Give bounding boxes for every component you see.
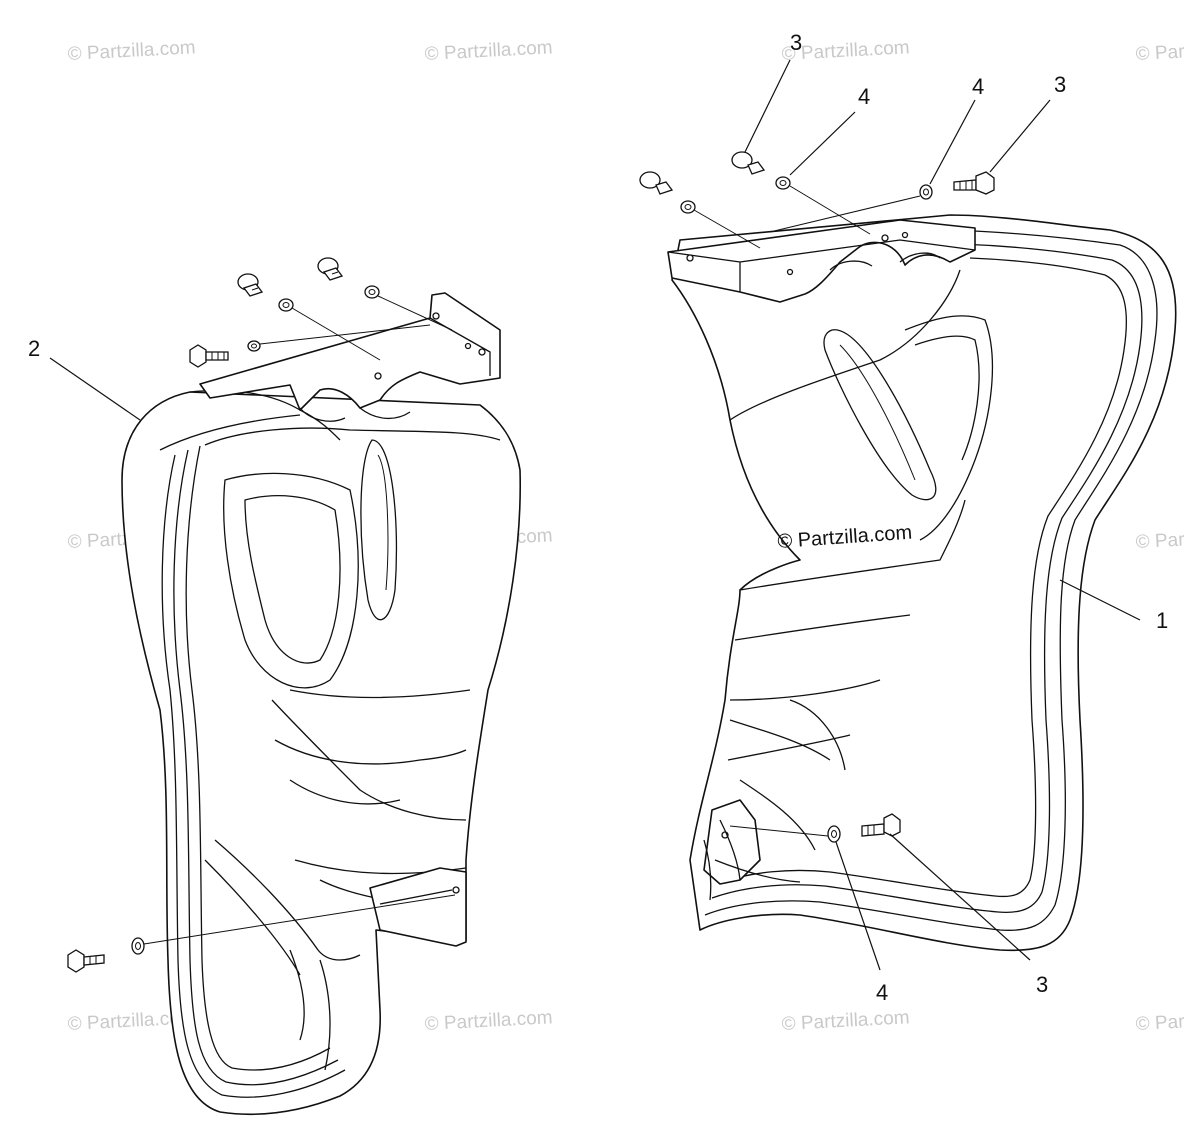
- bolt-icon: [189, 344, 229, 368]
- bolt-icon: [861, 813, 901, 837]
- left-hardware: [67, 257, 460, 973]
- callout-number: 2: [28, 336, 40, 361]
- right-panel-oval-slot: [823, 329, 937, 501]
- washer-icon: [247, 340, 261, 352]
- left-panel-lower-bracket: [369, 867, 467, 947]
- push-rivet-icon: [317, 257, 344, 281]
- bolt-icon: [953, 171, 995, 195]
- watermark: © Partzilla.com: [67, 37, 196, 65]
- washer-icon: [827, 825, 841, 843]
- watermark: © Par: [1135, 1011, 1186, 1035]
- left-top-bracket: [199, 292, 501, 422]
- watermark: © Partzilla.com: [781, 1007, 910, 1035]
- washer-icon: [131, 937, 145, 955]
- right-top-bracket: [667, 219, 976, 303]
- right-side-panel: [671, 214, 1177, 952]
- washer-icon: [919, 184, 933, 200]
- callout-number: 1: [1156, 608, 1168, 633]
- watermark: © Partzilla.com: [424, 1007, 553, 1035]
- push-rivet-icon: [237, 273, 264, 297]
- callout-number: 4: [858, 84, 870, 109]
- push-rivet-icon: [639, 171, 674, 195]
- washer-icon: [680, 200, 696, 214]
- bolt-icon: [67, 949, 105, 973]
- watermark: © Par: [1135, 41, 1186, 65]
- left-side-panel: [121, 389, 522, 1116]
- watermark: © Par: [1135, 529, 1186, 553]
- callout-number: 4: [972, 74, 984, 99]
- callout-leaders: [49, 59, 1141, 971]
- callout-labels: 2 1 3 4 4 3 4 3: [28, 30, 1168, 1005]
- left-panel-oval-slot: [360, 439, 398, 621]
- left-panel-outline: [121, 391, 522, 1116]
- washer-icon: [364, 285, 380, 299]
- watermark: © Partzilla.com: [424, 37, 553, 65]
- right-panel-lower-bracket: [703, 799, 761, 885]
- callout-number: 3: [1054, 72, 1066, 97]
- washer-icon: [278, 298, 294, 312]
- callout-number: 4: [876, 980, 888, 1005]
- washer-icon: [775, 176, 791, 190]
- callout-number: 3: [1036, 972, 1048, 997]
- callout-number: 3: [790, 30, 802, 55]
- right-hardware: [639, 151, 995, 843]
- push-rivet-icon: [731, 151, 766, 175]
- right-panel-outline: [671, 214, 1177, 952]
